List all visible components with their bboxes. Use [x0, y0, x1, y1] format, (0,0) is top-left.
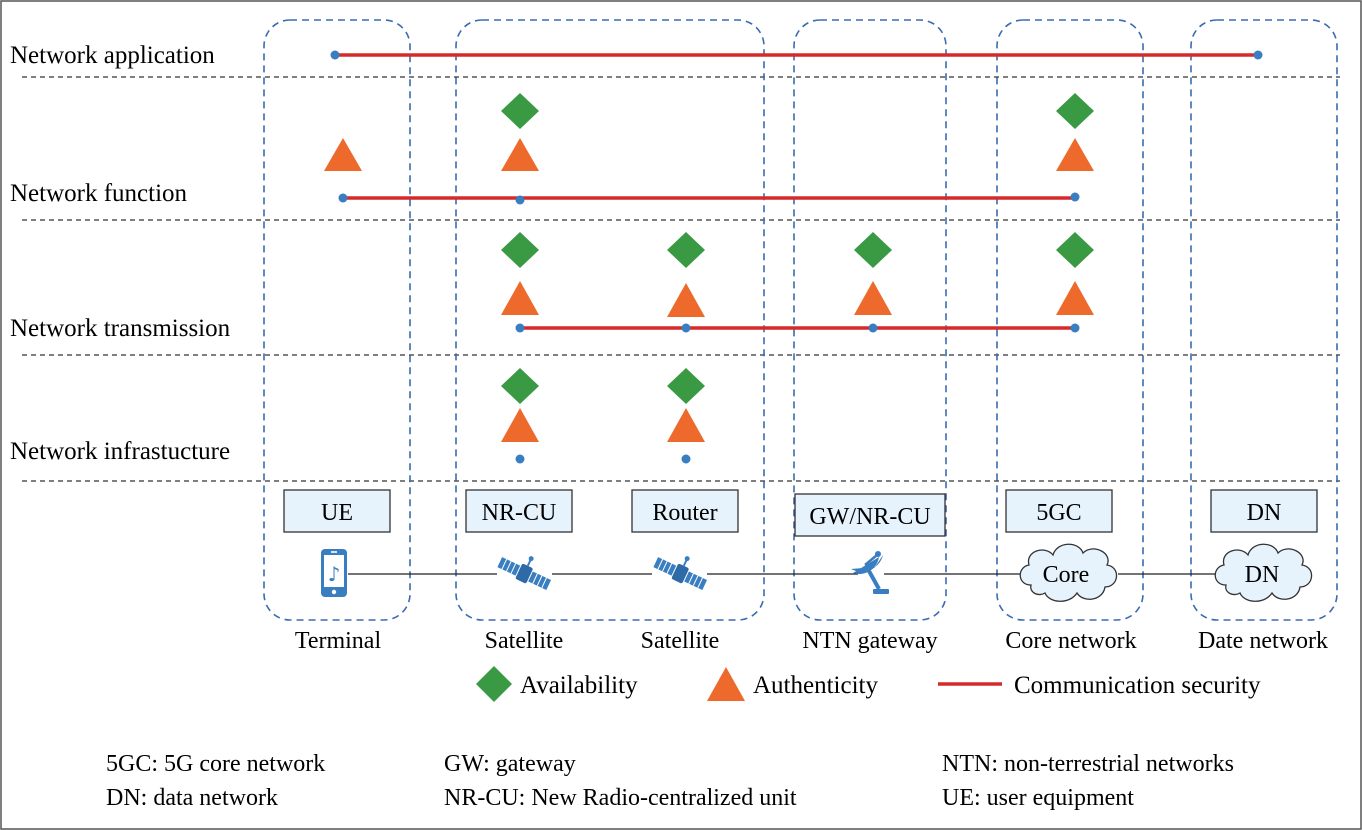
availability-diamond	[501, 232, 539, 268]
node-box-gw-nr-cu	[794, 493, 946, 537]
cloud-icon	[1019, 543, 1118, 602]
availability-diamond	[854, 232, 892, 268]
legend: Availability Authenticity Communication …	[476, 666, 1261, 702]
group-ntn-gateway	[793, 19, 947, 621]
legend-communication-security-label: Communication security	[1014, 672, 1261, 699]
communication-security-lines	[335, 53, 1258, 330]
footnote-ue: UE: user equipment	[942, 785, 1134, 811]
column-label-data-network: Date network	[1198, 628, 1328, 654]
column-label-ntn-gateway: NTN gateway	[802, 628, 937, 654]
legend-availability-label: Availability	[520, 672, 638, 699]
node-boxes: UE NR-CU Router GW/NR-CU 5GC DN	[283, 489, 1318, 537]
availability-diamond	[1056, 232, 1094, 268]
node-box-label-5gc: 5GC	[1036, 500, 1081, 526]
dot-transmission-core	[1070, 323, 1080, 333]
legend-authenticity-label: Authenticity	[753, 672, 878, 699]
footnote-ntn: NTN: non-terrestrial networks	[942, 751, 1234, 777]
dot-transmission-gateway	[868, 323, 878, 333]
authenticity-triangle	[1056, 281, 1094, 315]
node-groups	[263, 19, 1338, 621]
node-box-router	[631, 489, 739, 533]
dot-transmission-satellite-1	[515, 323, 525, 333]
satellite-icon	[497, 556, 552, 590]
cloud-icon	[1214, 543, 1313, 602]
availability-markers	[501, 93, 1094, 404]
layer-label-function: Network function	[10, 180, 188, 207]
footnote-5gc: 5GC: 5G core network	[106, 751, 325, 777]
node-box-nr-cu	[465, 489, 573, 533]
authenticity-triangle	[667, 408, 705, 442]
availability-diamond	[667, 232, 705, 268]
authenticity-markers	[324, 138, 1094, 442]
node-box-ue	[283, 489, 391, 533]
legend-availability-icon	[476, 666, 512, 702]
dot-function-core	[1070, 192, 1080, 202]
node-box-label-router: Router	[652, 500, 717, 526]
node-box-label-dn: DN	[1247, 500, 1282, 526]
satellite-dish-icon	[851, 551, 889, 594]
dot-infrastructure-satellite-1	[515, 454, 525, 464]
availability-diamond	[667, 368, 705, 404]
column-label-terminal: Terminal	[295, 628, 382, 654]
node-box-label-gw-nr-cu: GW/NR-CU	[809, 504, 930, 530]
layer-label-transmission: Network transmission	[10, 315, 231, 342]
smartphone-icon: ♪	[321, 549, 347, 597]
cloud-label-core: Core	[1043, 562, 1090, 588]
authenticity-triangle	[854, 281, 892, 315]
group-data-network	[1190, 19, 1338, 621]
dot-application-data-network	[1253, 50, 1263, 60]
group-terminal	[263, 19, 411, 621]
footnote-gw: GW: gateway	[444, 751, 576, 777]
column-label-satellite-1: Satellite	[485, 628, 564, 654]
authenticity-triangle	[1056, 138, 1094, 171]
availability-diamond	[1056, 93, 1094, 129]
dot-function-satellite	[515, 195, 525, 205]
footnote-nr-cu: NR-CU: New Radio-centralized unit	[444, 785, 797, 811]
dot-application-terminal	[330, 50, 340, 60]
group-satellites	[455, 19, 765, 621]
group-core-network	[996, 19, 1144, 621]
authenticity-triangle	[324, 138, 362, 171]
footnote-dn: DN: data network	[106, 785, 278, 811]
legend-authenticity-icon	[707, 667, 745, 701]
dot-transmission-satellite-2	[681, 323, 691, 333]
column-label-satellite-2: Satellite	[641, 628, 720, 654]
node-box-dn	[1210, 489, 1318, 533]
endpoint-dots	[330, 50, 1263, 464]
svg-text:♪: ♪	[328, 562, 341, 586]
column-label-core-network: Core network	[1005, 628, 1136, 654]
layer-label-application: Network application	[10, 42, 215, 69]
layer-label-infrastructure: Network infrastucture	[10, 438, 230, 465]
availability-diamond	[501, 93, 539, 129]
node-box-label-nr-cu: NR-CU	[482, 500, 557, 526]
authenticity-triangle	[501, 138, 539, 171]
dot-infrastructure-satellite-2	[681, 454, 691, 464]
authenticity-triangle	[501, 281, 539, 315]
authenticity-triangle	[667, 283, 705, 317]
node-box-5gc	[1005, 489, 1113, 533]
authenticity-triangle	[501, 408, 539, 442]
availability-diamond	[501, 368, 539, 404]
dot-function-terminal	[338, 193, 348, 203]
satellite-icon	[653, 556, 708, 590]
node-box-label-ue: UE	[321, 500, 353, 526]
layer-separators	[22, 76, 1340, 482]
abbreviation-footnotes: 5GC: 5G core network DN: data network GW…	[106, 751, 1234, 811]
cloud-label-dn: DN	[1245, 562, 1280, 588]
